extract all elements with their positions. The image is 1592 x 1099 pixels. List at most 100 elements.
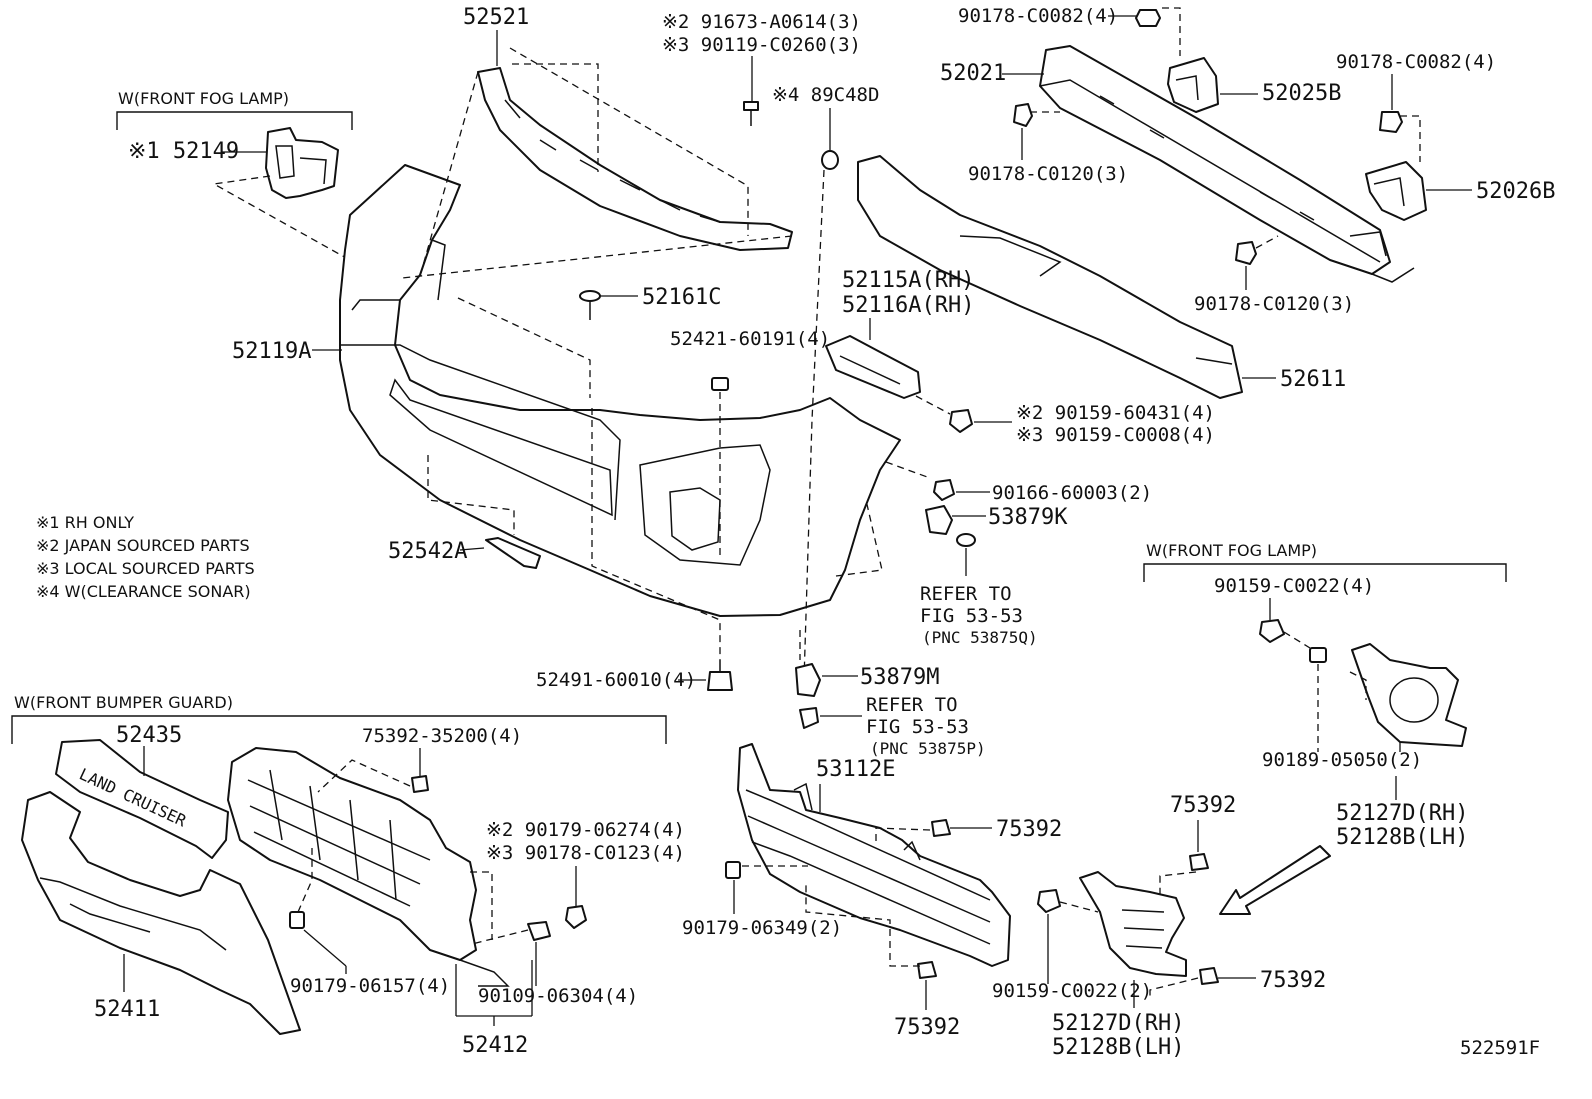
direction-arrow bbox=[1219, 845, 1331, 915]
notes-list: ※1 RH ONLY ※2 JAPAN SOURCED PARTS ※3 LOC… bbox=[36, 513, 255, 601]
label-75392-b: 75392 bbox=[894, 1015, 960, 1040]
label-52161c: 52161C bbox=[642, 285, 721, 310]
part-52149-bracket[interactable] bbox=[265, 127, 339, 199]
screw-90159-c0022-bot[interactable] bbox=[1037, 889, 1061, 913]
label-75392-35200: 75392-35200(4) bbox=[362, 725, 522, 747]
clip-75392-b[interactable] bbox=[917, 961, 937, 979]
part-52021-reinforcement[interactable] bbox=[1039, 45, 1415, 283]
label-90179-06157: 90179-06157(4) bbox=[290, 975, 450, 997]
clip-90189[interactable] bbox=[1309, 647, 1327, 663]
sensor-89c48d[interactable] bbox=[821, 150, 839, 170]
nut-90178-c0082-right[interactable] bbox=[1379, 111, 1403, 133]
label-52021: 52021 bbox=[940, 61, 1006, 86]
part-52127d-bezel-top[interactable] bbox=[1351, 643, 1467, 747]
label-90178-c0082-right: 90178-C0082(4) bbox=[1336, 51, 1496, 73]
label-91673: ※2 91673-A0614(3) bbox=[662, 11, 861, 33]
part-52611-absorber[interactable] bbox=[857, 155, 1243, 399]
part-52411-skid-plate[interactable] bbox=[21, 791, 301, 1035]
clip-75392-d[interactable] bbox=[1199, 967, 1219, 985]
label-90178-c0120-a: 90178-C0120(3) bbox=[968, 163, 1128, 185]
label-75392-c: 75392 bbox=[1170, 793, 1236, 818]
label-52127d-b: 52127D(RH) bbox=[1052, 1011, 1184, 1036]
label-52026b: 52026B bbox=[1476, 179, 1555, 204]
screw-53879m[interactable] bbox=[799, 707, 819, 729]
nut-90178-c0120-b[interactable] bbox=[1235, 241, 1257, 265]
refer2-line3: (PNC 53875P) bbox=[870, 739, 986, 758]
nut-90178-c0123[interactable] bbox=[565, 905, 587, 929]
part-52119a-bumper-cover[interactable] bbox=[339, 164, 901, 617]
nut-90178-c0120-a[interactable] bbox=[1013, 103, 1033, 127]
label-52542a: 52542A bbox=[388, 539, 467, 564]
label-52149: ※1 52149 bbox=[128, 139, 239, 164]
part-52521-retainer[interactable] bbox=[477, 67, 793, 251]
label-90159-c0022-top: 90159-C0022(4) bbox=[1214, 575, 1374, 597]
fog-lamp-group-right: W(FRONT FOG LAMP) bbox=[1143, 541, 1507, 582]
label-90179-06349: 90179-06349(2) bbox=[682, 917, 842, 939]
group-label-fog-lamp-top: W(FRONT FOG LAMP) bbox=[118, 89, 289, 108]
label-52116a: 52116A(RH) bbox=[842, 293, 974, 318]
label-90119: ※3 90119-C0260(3) bbox=[662, 34, 861, 56]
label-52128b-b: 52128B(LH) bbox=[1052, 1035, 1184, 1060]
part-52412-guard-frame[interactable] bbox=[227, 747, 510, 987]
label-52611: 52611 bbox=[1280, 367, 1346, 392]
part-52127d-bezel-bottom[interactable] bbox=[1079, 871, 1187, 977]
label-90178-c0120-b: 90178-C0120(3) bbox=[1194, 293, 1354, 315]
note-1: ※1 RH ONLY bbox=[36, 513, 134, 532]
label-52491: 52491-60010(4) bbox=[536, 669, 696, 691]
screw-90159-60431[interactable] bbox=[949, 409, 973, 433]
label-52115a: 52115A(RH) bbox=[842, 268, 974, 293]
note-3: ※3 LOCAL SOURCED PARTS bbox=[36, 559, 255, 578]
bolt-90119[interactable] bbox=[743, 101, 759, 126]
label-90179-06274: ※2 90179-06274(4) bbox=[486, 819, 685, 841]
label-52127d-a: 52127D(RH) bbox=[1336, 801, 1468, 826]
clip-75392-35200[interactable] bbox=[411, 775, 429, 793]
note-4: ※4 W(CLEARANCE SONAR) bbox=[36, 582, 251, 601]
part-52026b-bracket[interactable] bbox=[1365, 161, 1427, 221]
label-53112e: 53112E bbox=[816, 757, 895, 782]
label-52128b-a: 52128B(LH) bbox=[1336, 825, 1468, 850]
nut-52421[interactable] bbox=[711, 377, 729, 391]
label-52421: 52421-60191(4) bbox=[670, 328, 830, 350]
label-52025b: 52025B bbox=[1262, 81, 1341, 106]
group-label-bumper-guard: W(FRONT BUMPER GUARD) bbox=[14, 693, 233, 712]
refer1-line1: REFER TO bbox=[920, 583, 1012, 605]
bolt-90109[interactable] bbox=[527, 921, 551, 941]
bracket-53879m[interactable] bbox=[795, 663, 821, 697]
clip-90179-06349[interactable] bbox=[725, 861, 741, 879]
refer1-line3: (PNC 53875Q) bbox=[922, 628, 1038, 647]
label-75392-a: 75392 bbox=[996, 817, 1062, 842]
part-52435-emblem-plate[interactable]: LAND CRUISER bbox=[55, 739, 229, 859]
label-52119a: 52119A bbox=[232, 339, 311, 364]
label-53879k: 53879K bbox=[988, 505, 1068, 530]
clip-90179-06157[interactable] bbox=[289, 911, 305, 929]
part-52115a-retainer[interactable] bbox=[825, 335, 921, 399]
note-2: ※2 JAPAN SOURCED PARTS bbox=[36, 536, 250, 555]
label-52411: 52411 bbox=[94, 997, 160, 1022]
part-52542a-molding[interactable] bbox=[485, 537, 541, 569]
screw-90166[interactable] bbox=[933, 479, 955, 501]
clip-52161c[interactable] bbox=[579, 290, 601, 320]
label-90159-c0022-bot: 90159-C0022(2) bbox=[992, 980, 1152, 1002]
label-90109: 90109-06304(4) bbox=[478, 985, 638, 1007]
bracket-53879k[interactable] bbox=[925, 505, 976, 547]
label-90159-c0008: ※3 90159-C0008(4) bbox=[1016, 424, 1215, 446]
label-52435: 52435 bbox=[116, 723, 182, 748]
refer2-line1: REFER TO bbox=[866, 694, 958, 716]
label-90159-60431: ※2 90159-60431(4) bbox=[1016, 402, 1215, 424]
nut-90178-c0082-top[interactable] bbox=[1135, 9, 1161, 27]
part-53112e-grille[interactable] bbox=[737, 743, 1011, 967]
label-52412: 52412 bbox=[462, 1033, 528, 1058]
clip-75392-a[interactable] bbox=[931, 819, 951, 837]
label-90178-c0123: ※3 90178-C0123(4) bbox=[486, 842, 685, 864]
refer1-line2: FIG 53-53 bbox=[920, 605, 1023, 627]
label-89c48d: ※4 89C48D bbox=[772, 84, 879, 106]
label-53879m: 53879M bbox=[860, 665, 939, 690]
figure-id: 522591F bbox=[1460, 1037, 1540, 1059]
screw-90159-c0022-top[interactable] bbox=[1259, 619, 1285, 643]
clip-52491[interactable] bbox=[707, 660, 733, 691]
part-52025b-bracket[interactable] bbox=[1167, 57, 1219, 113]
clip-75392-c[interactable] bbox=[1189, 853, 1209, 871]
refer2-line2: FIG 53-53 bbox=[866, 716, 969, 738]
label-90189: 90189-05050(2) bbox=[1262, 749, 1422, 771]
